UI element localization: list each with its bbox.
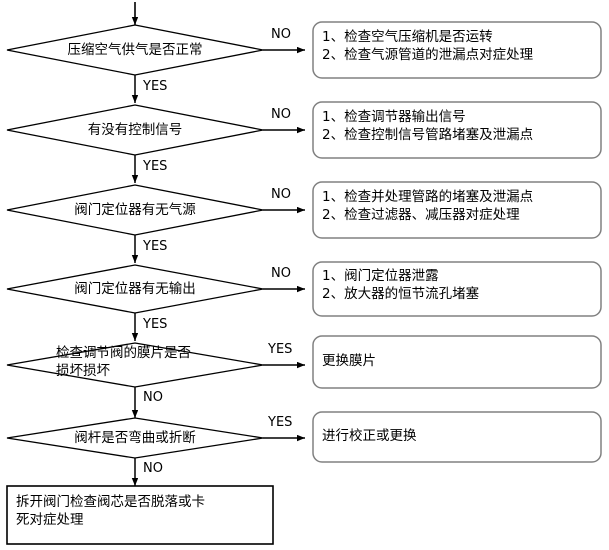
edge-label-d6-yes: YES xyxy=(268,415,293,430)
decision-label-3: 阀门定位器有无气源 xyxy=(74,202,196,218)
decision-label-4: 阀门定位器有无输出 xyxy=(74,281,196,297)
edge-label-d3-no: NO xyxy=(271,187,291,202)
edge-label-d4-yes: YES xyxy=(143,317,168,332)
decision-label-5: 检查调节阀的膜片是否 损坏损坏 xyxy=(56,345,191,379)
action-box-2[interactable] xyxy=(312,101,602,159)
edge-label-d1-yes: YES xyxy=(143,79,168,94)
terminal-box[interactable] xyxy=(6,485,274,545)
terminal-label: 拆开阀门检查阀芯是否脱落或卡 死对症处理 xyxy=(16,494,205,528)
action-label-1: 1、检查空气压缩机是否运转 2、检查气源管道的泄漏点对症处理 xyxy=(322,29,534,63)
decision-label-6: 阀杆是否弯曲或折断 xyxy=(74,430,196,446)
edge-label-d4-no: NO xyxy=(271,266,291,281)
edge-label-d2-yes: YES xyxy=(143,159,168,174)
action-label-5: 更换膜片 xyxy=(322,353,376,369)
action-label-4: 1、阀门定位器泄露 2、放大器的恒节流孔堵塞 xyxy=(322,268,480,302)
edge-label-d3-yes: YES xyxy=(143,239,168,254)
edge-label-d1-no: NO xyxy=(271,27,291,42)
decision-label-1: 压缩空气供气是否正常 xyxy=(67,42,203,58)
action-box-3[interactable] xyxy=(312,181,602,239)
edge-label-d5-yes: YES xyxy=(268,342,293,357)
action-box-4[interactable] xyxy=(312,261,602,317)
decision-label-2: 有没有控制信号 xyxy=(87,122,183,138)
edge-label-d6-no: NO xyxy=(143,461,163,476)
action-box-5[interactable] xyxy=(312,335,602,389)
edge-label-d5-no: NO xyxy=(143,390,163,405)
action-box-6[interactable] xyxy=(312,411,602,463)
edge-label-d2-no: NO xyxy=(271,107,291,122)
action-label-2: 1、检查调节器输出信号 2、检查控制信号管路堵塞及泄漏点 xyxy=(322,109,534,143)
action-label-3: 1、检查并处理管路的堵塞及泄漏点 2、检查过滤器、减压器对症处理 xyxy=(322,189,534,223)
action-label-6: 进行校正或更换 xyxy=(322,428,417,444)
action-box-1[interactable] xyxy=(312,21,602,79)
